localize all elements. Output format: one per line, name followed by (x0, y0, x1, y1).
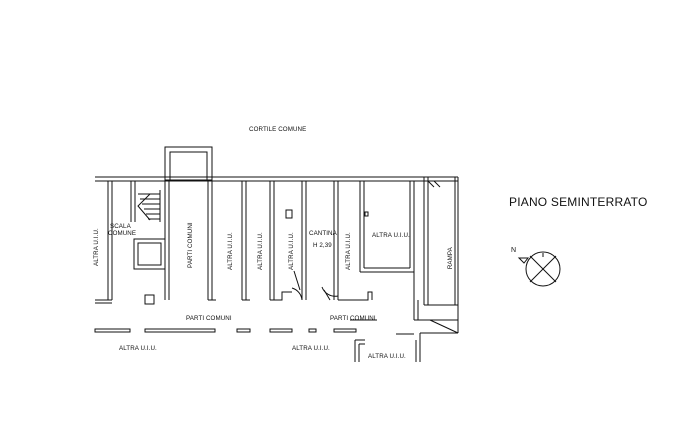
label-altra-uiu-right: ALTRA U.I.U. (372, 232, 410, 239)
label-cantina-height: H 2,39 (313, 242, 332, 249)
label-cantina: CANTINA (309, 230, 337, 237)
label-comune: COMUNE (108, 230, 137, 237)
label-altra-uiu-left: ALTRA U.I.U. (92, 228, 100, 267)
label-parti-comuni-vertical: PARTI COMUNI (186, 222, 194, 268)
label-rampa: RAMPA (446, 247, 454, 270)
label-cortile-comune: CORTILE COMUNE (249, 126, 307, 133)
label-parti-comuni-2: PARTI COMUNI (330, 315, 376, 322)
walls (95, 146, 459, 362)
label-altra-uiu-bottom-mid: ALTRA U.I.U. (292, 345, 330, 352)
label-altra-uiu-v3: ALTRA U.I.U. (287, 232, 295, 271)
north-arrow-icon (517, 251, 561, 287)
north-label: N (511, 247, 517, 254)
label-scala: SCALA (110, 223, 131, 230)
label-altra-uiu-v1: ALTRA U.I.U. (226, 232, 234, 271)
drawing-title: PIANO SEMINTERRATO (509, 195, 648, 209)
label-altra-uiu-v2: ALTRA U.I.U. (256, 232, 264, 271)
label-altra-uiu-bottom-right: ALTRA U.I.U. (368, 353, 406, 360)
label-parti-comuni-1: PARTI COMUNI (186, 315, 232, 322)
label-altra-uiu-v4: ALTRA U.I.U. (344, 232, 352, 271)
lower-wall-segments (94, 328, 357, 333)
label-altra-uiu-bottom-left: ALTRA U.I.U. (119, 345, 157, 352)
